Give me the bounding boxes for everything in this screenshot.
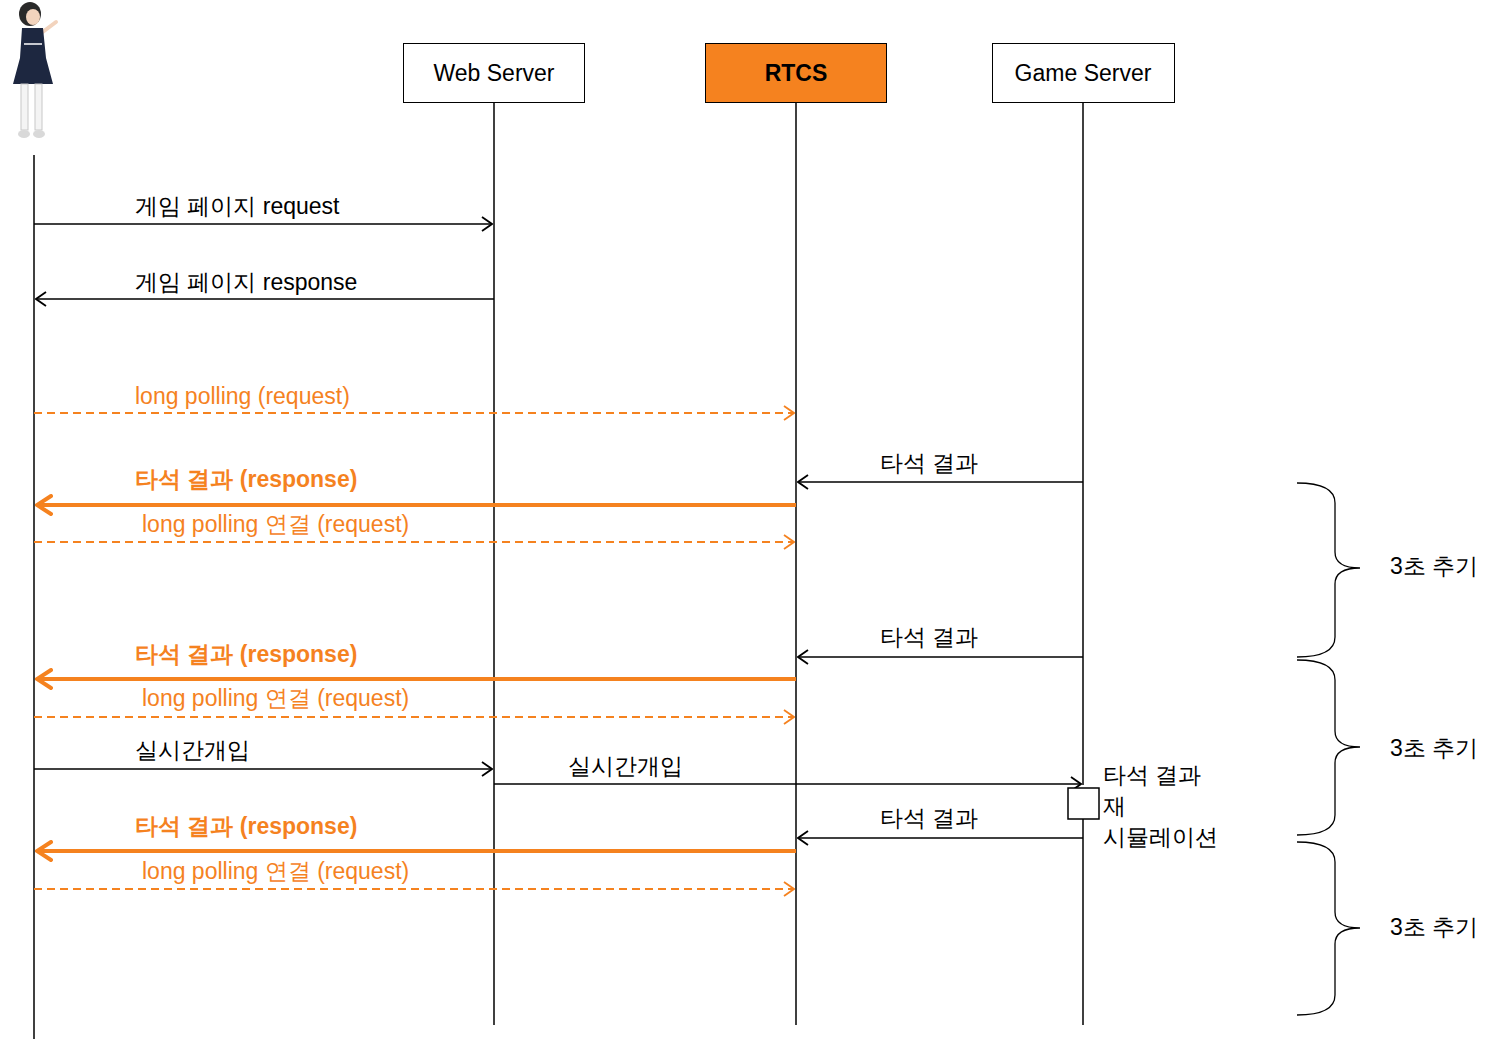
message-label: 실시간개입 [135,736,250,764]
node-label: RTCS [765,60,828,87]
message-arrow [494,783,1081,785]
interval-label: 3초 추기 [1390,913,1478,941]
user-figure [13,2,56,138]
polling-label: long polling 연결 (request) [142,857,409,885]
response-arrow [37,677,796,681]
polling-label: long polling 연결 (request) [142,684,409,712]
message-arrow [798,837,1083,839]
polling-label: long polling (request) [135,382,350,410]
response-arrow [37,849,796,853]
node-label: Game Server [1015,60,1152,87]
interval-brace [1297,842,1360,1015]
lifeline [33,155,35,1039]
server-box: Game Server [992,43,1175,103]
polling-label: long polling 연결 (request) [142,510,409,538]
message-label: 타석 결과 [880,623,978,651]
node-label: Web Server [433,60,554,87]
rtcs-box: RTCS [705,43,887,103]
message-arrow [34,223,492,225]
polling-arrow [34,888,794,890]
message-label: 게임 페이지 response [135,268,357,296]
response-label: 타석 결과 (response) [135,812,357,840]
polling-arrow [34,716,794,718]
message-label: 타석 결과 [880,449,978,477]
polling-arrow [34,541,794,543]
response-arrow [37,503,796,507]
interval-brace [1297,660,1360,835]
polling-arrow [34,412,794,414]
lifeline [493,103,495,1025]
message-arrow [798,481,1083,483]
activation-box [1068,788,1099,819]
message-arrow [798,656,1083,658]
server-box: Web Server [403,43,585,103]
lifeline [1082,819,1084,1025]
interval-brace [1297,483,1360,657]
response-label: 타석 결과 (response) [135,465,357,493]
interval-label: 3초 추기 [1390,734,1478,762]
lifeline [1082,103,1084,785]
activation-note: 타석 결과 재 시뮬레이션 [1103,760,1213,853]
interval-label: 3초 추기 [1390,552,1478,580]
message-label: 실시간개입 [568,752,683,780]
message-label: 게임 페이지 request [135,192,340,220]
lifeline [795,103,797,1025]
response-label: 타석 결과 (response) [135,640,357,668]
message-arrow [36,298,494,300]
message-label: 타석 결과 [880,804,978,832]
message-arrow [34,768,492,770]
